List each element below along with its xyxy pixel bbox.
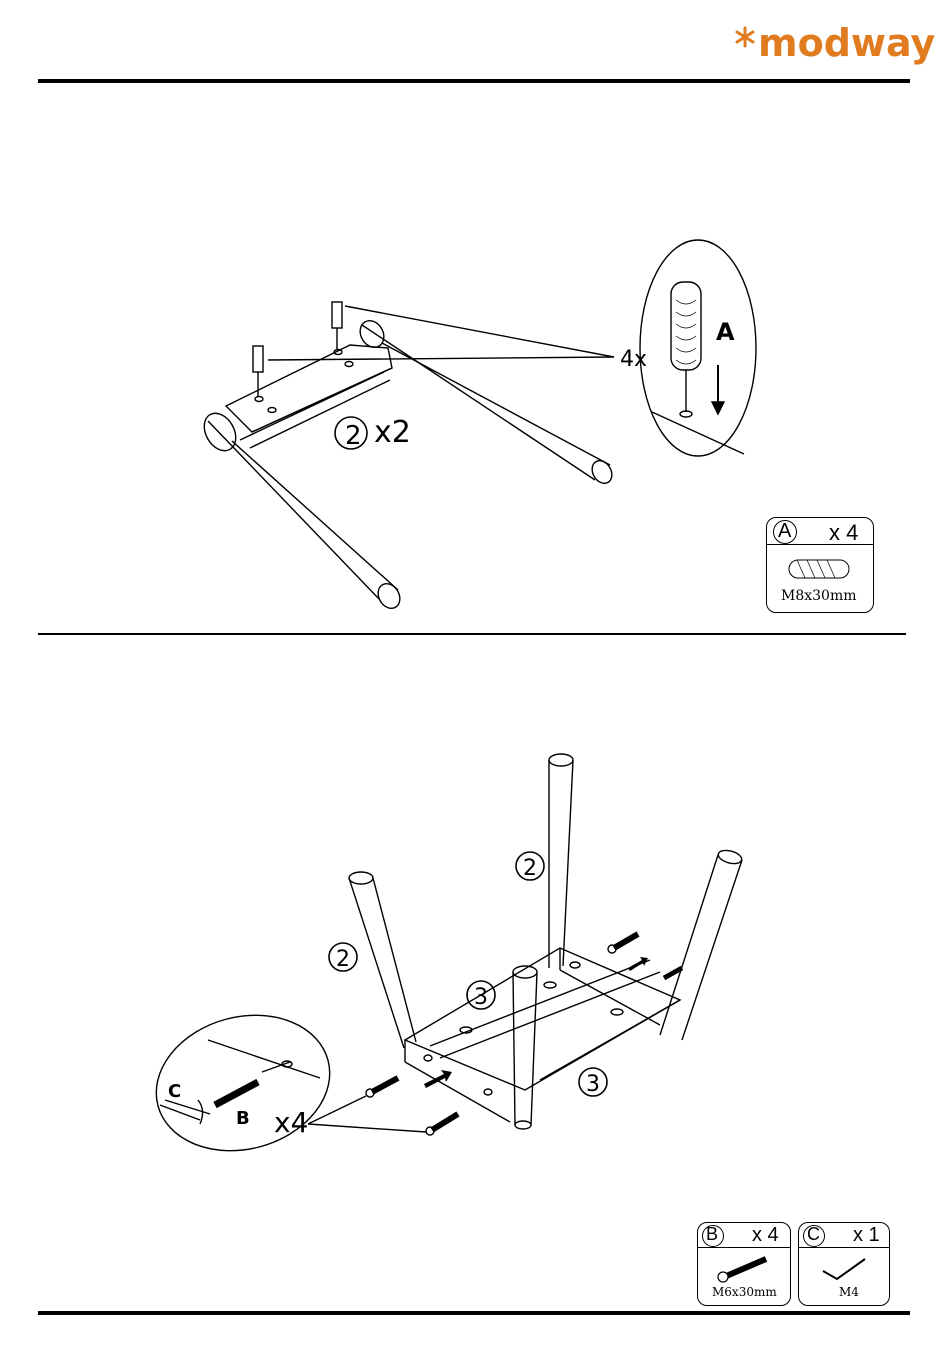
leg-front-icon: [513, 966, 537, 1129]
screw-count: x4: [274, 1106, 308, 1139]
bolt-icon: [714, 1253, 774, 1283]
rail-label: 3: [474, 985, 488, 1010]
hardware-c-qty: x 1: [853, 1224, 880, 1247]
hardware-b-spec: M6x30mm: [712, 1285, 777, 1299]
leg-left-icon: [349, 872, 416, 1048]
leg-right-back-icon: [660, 848, 743, 1040]
detail-screw-letter: B: [236, 1108, 250, 1129]
detail-tool-letter: C: [168, 1081, 181, 1102]
hardware-box-c: C x 1 M4: [798, 1222, 890, 1306]
leg-label: 2: [523, 856, 537, 881]
insert-arrow-icon: [424, 1070, 452, 1088]
frame-rails-icon: [405, 948, 680, 1122]
allen-key-icon: [819, 1253, 869, 1285]
rail-label: 3: [586, 1072, 600, 1097]
hardware-c-letter: C: [807, 1224, 820, 1245]
insert-arrow-icon: [628, 957, 648, 971]
leg-back-icon: [549, 754, 573, 968]
hardware-c-spec: M4: [839, 1285, 859, 1299]
hardware-box-b: B x 4 M6x30mm: [697, 1222, 791, 1306]
hardware-b-qty: x 4: [752, 1224, 779, 1247]
hardware-b-letter: B: [706, 1224, 718, 1245]
leg-label: 2: [336, 947, 350, 972]
